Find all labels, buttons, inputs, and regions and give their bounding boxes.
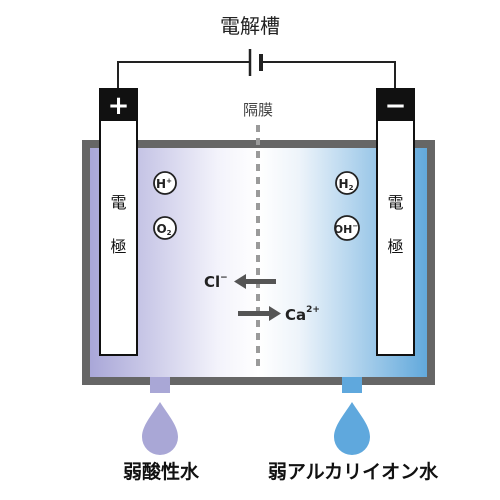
cathode-sign: − xyxy=(385,91,407,121)
acid-drop-icon xyxy=(142,402,178,455)
cathode-electrode: − 電 極 xyxy=(376,88,415,356)
ion-oh-minus-base: OH xyxy=(334,223,353,236)
ion-h2-base: H xyxy=(339,177,349,191)
chloride-migration: Cl− xyxy=(204,273,276,291)
battery-icon xyxy=(248,49,263,76)
ion-o2: O2 xyxy=(153,216,177,240)
chloride-base: Cl xyxy=(204,273,220,291)
ion-oh-minus: OH− xyxy=(334,215,360,241)
ion-o2-sub: 2 xyxy=(167,229,172,237)
calcium-sup: 2+ xyxy=(306,305,320,315)
ion-h2: H2 xyxy=(335,171,359,195)
ion-h-plus: H+ xyxy=(153,171,177,195)
title: 電解槽 xyxy=(220,14,280,38)
svg-text:OH−: OH− xyxy=(334,222,359,236)
alkaline-drop-icon xyxy=(334,402,370,455)
calcium-base: Ca xyxy=(285,306,306,324)
anode-label-char-2: 極 xyxy=(110,237,126,256)
svg-text:H+: H+ xyxy=(156,177,172,191)
ion-h2-sub: 2 xyxy=(349,184,354,192)
ion-oh-minus-sup: − xyxy=(352,222,358,230)
cathode-label-char-1: 電 xyxy=(387,193,403,212)
circuit-wire xyxy=(117,61,396,91)
ion-h-plus-base: H xyxy=(156,177,166,191)
acid-water-label: 弱酸性水 xyxy=(123,460,200,483)
calcium-migration: Ca2+ xyxy=(238,305,320,324)
ion-h-plus-sup: + xyxy=(166,177,172,185)
anode-electrode: + 電 極 xyxy=(99,88,138,356)
arrow-left-icon xyxy=(234,274,276,289)
svg-text:H2: H2 xyxy=(339,177,354,192)
acid-outlet xyxy=(150,377,170,393)
alkaline-outlet xyxy=(342,377,362,393)
cathode-label-char-2: 極 xyxy=(387,237,403,256)
anode-sign: + xyxy=(108,91,130,121)
chloride-sup: − xyxy=(220,273,228,283)
alkaline-water-label: 弱アルカリイオン水 xyxy=(268,461,439,483)
svg-text:Cl−: Cl− xyxy=(204,273,228,291)
anode-label-char-1: 電 xyxy=(110,193,126,212)
svg-text:O2: O2 xyxy=(156,222,171,237)
ion-o2-base: O xyxy=(156,222,166,236)
arrow-right-icon xyxy=(238,306,281,321)
membrane-label: 隔膜 xyxy=(243,101,273,119)
svg-text:Ca2+: Ca2+ xyxy=(285,305,320,324)
